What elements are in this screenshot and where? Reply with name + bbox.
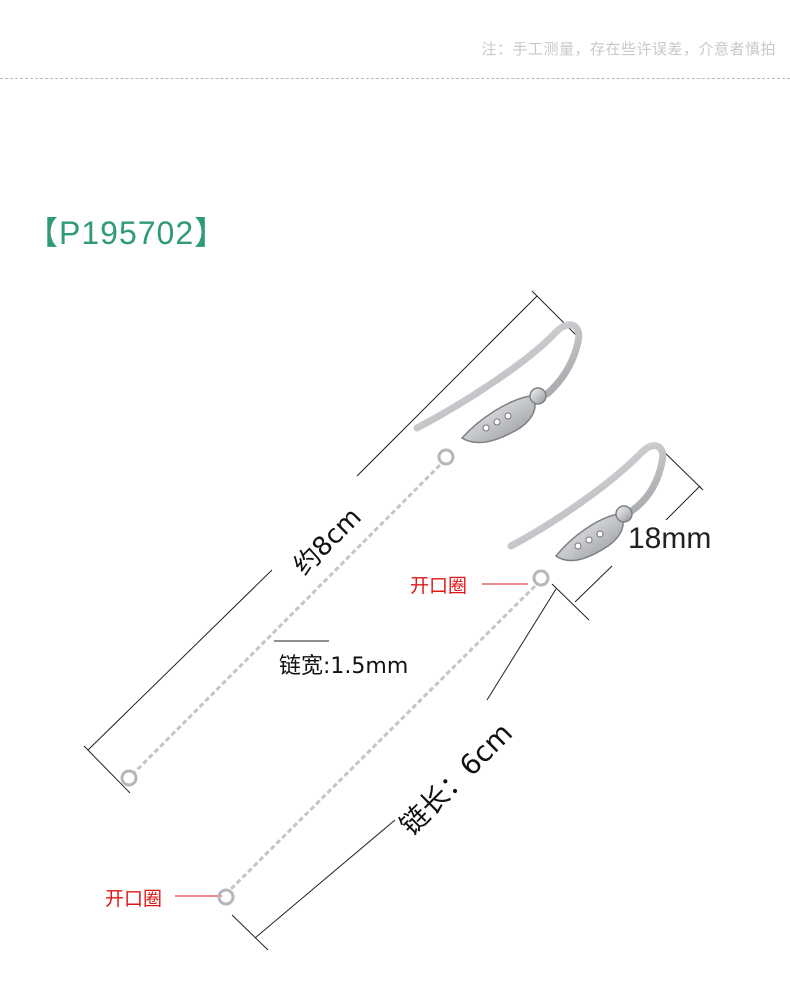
hook-size-label: 18mm: [628, 522, 712, 555]
product-code: 【P195702】: [26, 215, 228, 251]
open-ring-callout-bottom: 开口圈: [105, 888, 163, 910]
left-end-ring: [120, 769, 138, 787]
dimension-line-chain-length: [231, 583, 590, 951]
open-ring-callout-top: 开口圈: [410, 575, 468, 597]
right-end-ring: [217, 888, 235, 906]
left-earring: [120, 321, 583, 787]
right-top-jump-ring: [532, 569, 550, 587]
left-chain: [133, 463, 442, 774]
dimension-line-total-length: [83, 290, 580, 794]
right-earring: [217, 442, 667, 906]
dashed-divider: [0, 78, 790, 79]
measurement-note: 注：手工测量，存在些许误差，介意者慎拍: [481, 40, 776, 58]
right-ear-hook: [507, 442, 667, 550]
left-ear-hook: [413, 321, 583, 432]
left-top-jump-ring: [437, 448, 455, 466]
chain-width-label: 链宽:1.5mm: [279, 654, 409, 679]
